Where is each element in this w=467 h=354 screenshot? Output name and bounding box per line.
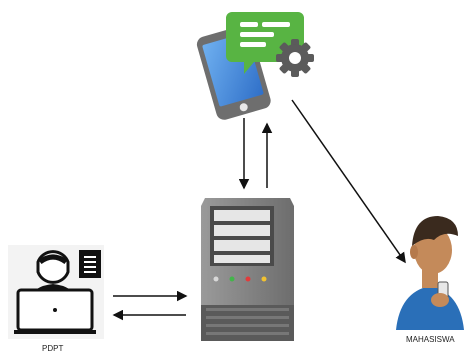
student-phone-icon — [396, 216, 464, 330]
mahasiswa-label: MAHASISWA — [406, 335, 455, 344]
arrow-phone-to-student — [291, 99, 406, 264]
user-laptop-icon — [8, 245, 104, 339]
server-icon — [201, 198, 294, 341]
pdpt-label: PDPT — [42, 344, 64, 353]
gear-icon — [276, 39, 314, 77]
document-icon — [79, 250, 101, 278]
